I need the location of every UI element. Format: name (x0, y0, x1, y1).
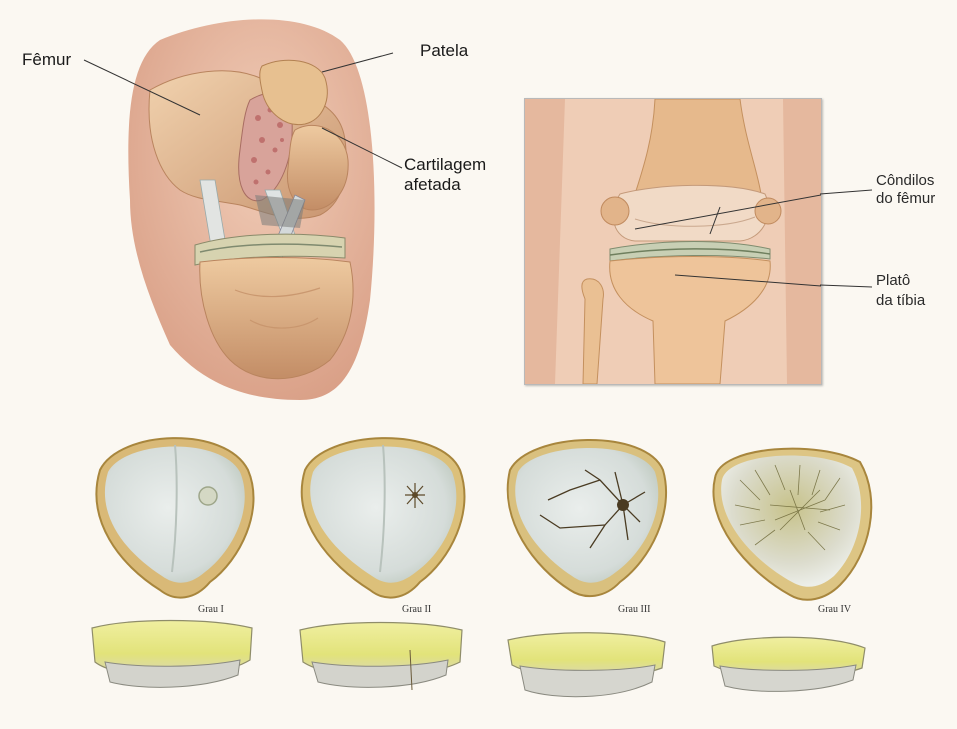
grade-4-disc (713, 449, 871, 600)
grade-2-disc (302, 438, 465, 597)
grade-1-lesion (199, 487, 217, 505)
grade-3-slice (508, 633, 665, 697)
grade-1-slice (92, 621, 252, 688)
grade-1-label: Grau I (198, 604, 224, 615)
grade-3-disc (508, 440, 666, 596)
grade-4-label: Grau IV (818, 604, 851, 615)
grade-3-label: Grau III (618, 604, 650, 615)
grade-2-label: Grau II (402, 604, 431, 615)
grade-2-slice (300, 623, 462, 691)
grade-4-slice (712, 637, 865, 691)
grade-1-disc (96, 438, 253, 597)
